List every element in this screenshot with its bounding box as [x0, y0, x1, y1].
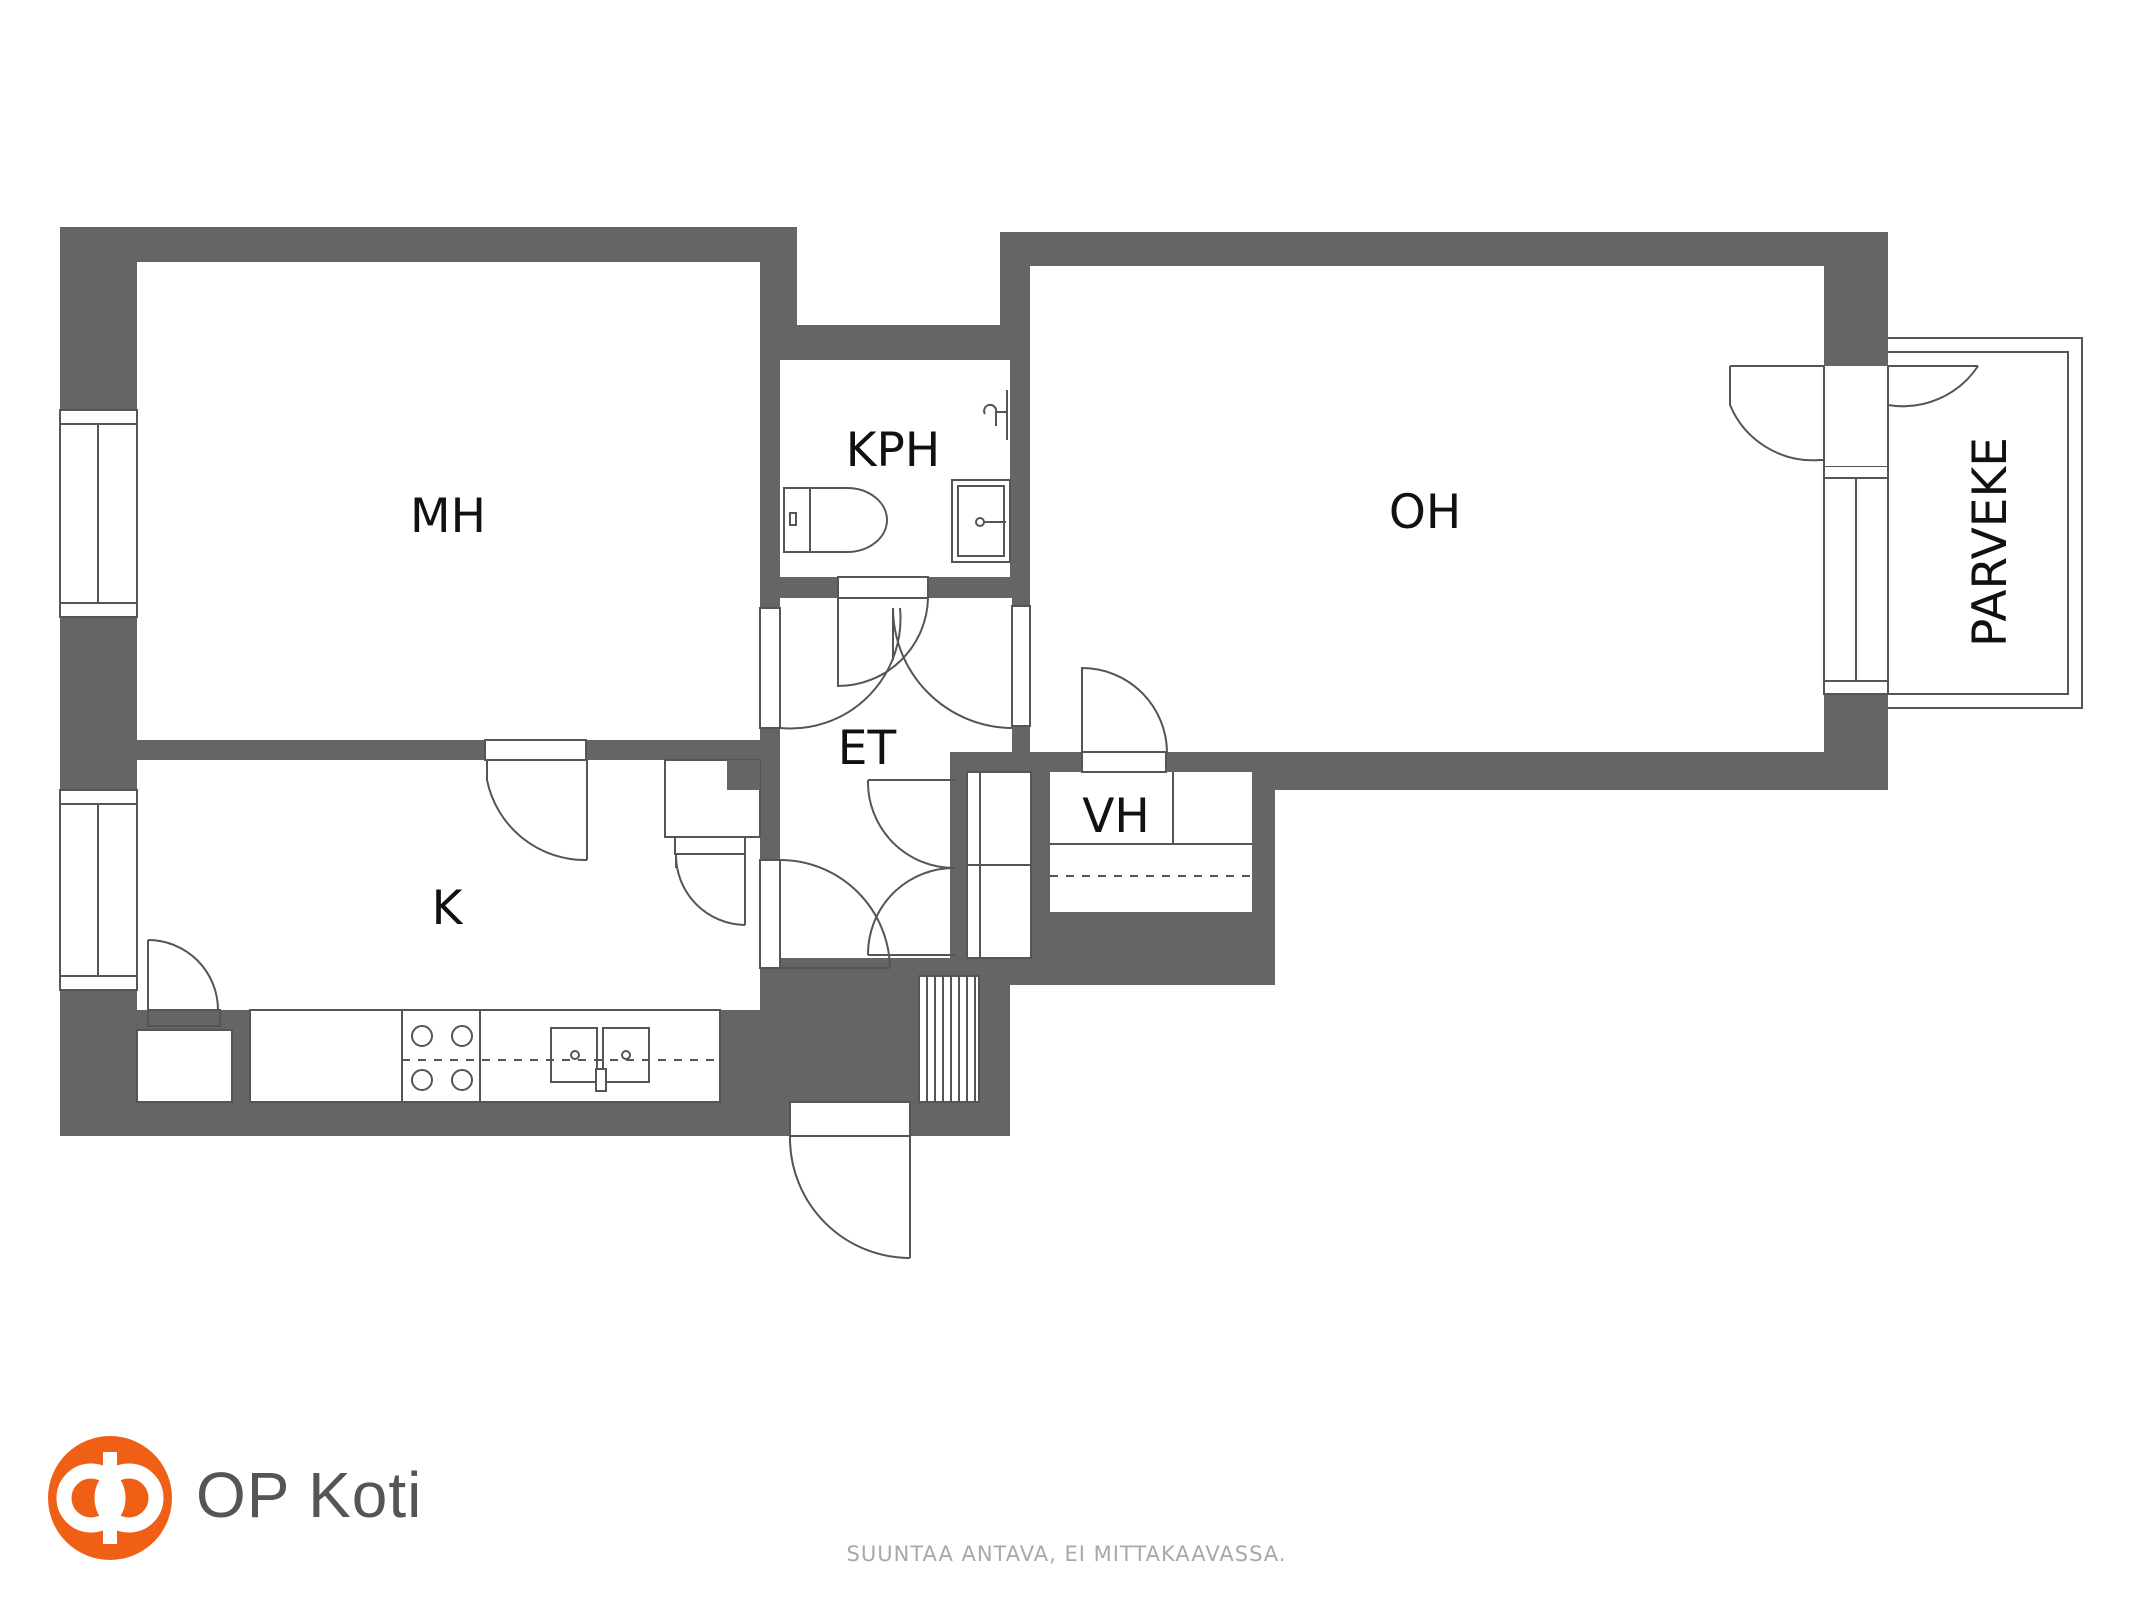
- disclaimer-text: SUUNTAA ANTAVA, EI MITTAKAAVASSA.: [846, 1542, 1287, 1566]
- vh-shelf: [1050, 772, 1252, 877]
- balcony: [1888, 337, 2083, 709]
- room-label-et: ET: [838, 721, 897, 776]
- room-label-vh: VH: [1082, 789, 1150, 844]
- kitchen-counter: [136, 1009, 721, 1103]
- room-label-parveke: PARVEKE: [1963, 437, 2018, 647]
- room-label-oh: OH: [1389, 485, 1461, 540]
- op-logo-icon: [48, 1436, 172, 1560]
- bathroom-fixtures: [783, 390, 1011, 563]
- room-label-mh: MH: [410, 489, 486, 544]
- room-label-k: K: [432, 881, 464, 936]
- entrance-mat: [918, 975, 980, 1103]
- brand-name: OP Koti: [196, 1459, 423, 1531]
- openings: [59, 366, 1889, 1137]
- door-swings: [147, 365, 1979, 1259]
- room-label-kph: KPH: [846, 423, 941, 478]
